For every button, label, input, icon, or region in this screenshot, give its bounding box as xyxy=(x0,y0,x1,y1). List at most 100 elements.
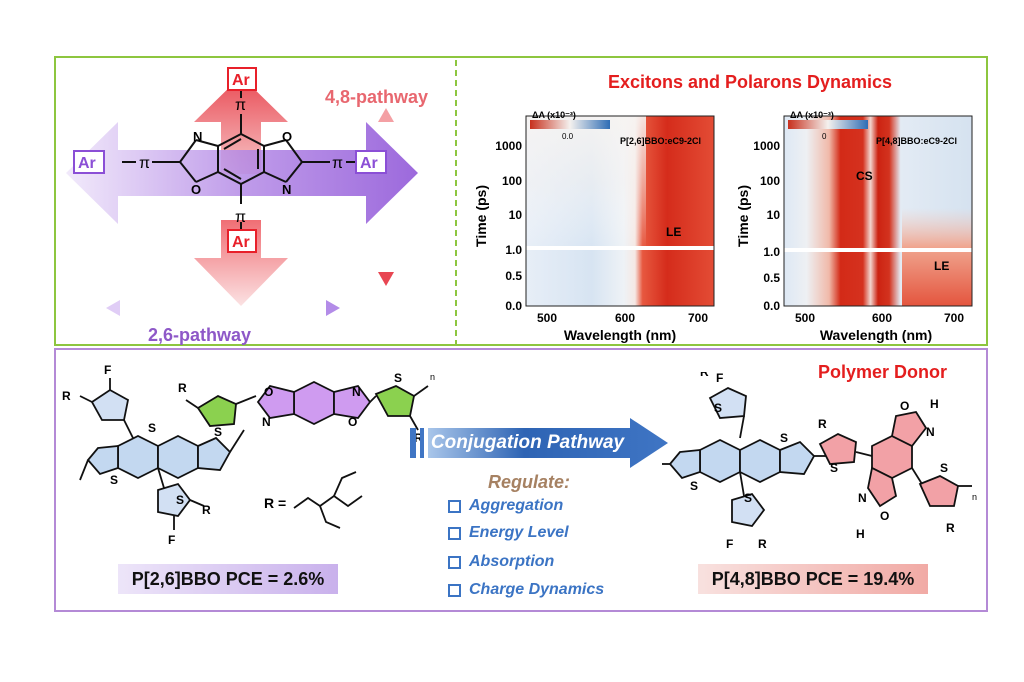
ar-box-top xyxy=(227,67,257,91)
checkbox-icon xyxy=(448,555,461,569)
pi-symbol: π xyxy=(139,155,150,172)
svg-text:R: R xyxy=(946,521,955,535)
heatmap-chart-p48: ΔA (x10⁻³) 0 P[4,8]BBO:eC9-2Cl CS LE 100… xyxy=(736,110,973,343)
svg-text:600: 600 xyxy=(615,311,635,325)
svg-text:O: O xyxy=(264,385,273,399)
excitons-title: Excitons and Polarons Dynamics xyxy=(607,72,893,92)
ar-label-top: Ar xyxy=(232,72,250,89)
heatmap-chart-p26: ΔA (x10⁻³) 0.0 P[2,6]BBO:eC9-2Cl LE 1000… xyxy=(473,110,715,343)
svg-text:N: N xyxy=(926,425,935,439)
polymer-p26-structure: F R S S R S O N N O S R S R F n R = xyxy=(62,363,435,547)
y-ticks: 1000 100 10 1.0 0.5 0.0 xyxy=(495,139,522,313)
x-ticks: 500 600 700 xyxy=(537,311,708,325)
svg-text:F: F xyxy=(168,533,175,547)
ar-label-right: Ar xyxy=(360,155,378,172)
colorbar-tick: 0.0 xyxy=(562,132,574,141)
svg-text:R: R xyxy=(818,417,827,431)
le-region xyxy=(902,208,972,306)
svg-text:O: O xyxy=(880,509,889,523)
svg-text:0.5: 0.5 xyxy=(763,271,780,285)
svg-text:10: 10 xyxy=(767,208,781,222)
colorbar xyxy=(788,120,868,129)
colorbar-tick: 0 xyxy=(822,132,827,141)
svg-text:N: N xyxy=(352,385,361,399)
svg-text:S: S xyxy=(110,473,118,487)
svg-text:S: S xyxy=(830,461,838,475)
y-ticks: 1000 100 10 1.0 0.5 0.0 xyxy=(753,139,780,313)
svg-text:R: R xyxy=(700,372,709,379)
svg-text:10: 10 xyxy=(509,208,523,222)
svg-text:N: N xyxy=(858,491,867,505)
svg-text:H: H xyxy=(856,527,865,541)
pi-symbol: π xyxy=(235,209,246,226)
svg-text:H: H xyxy=(930,397,939,411)
svg-text:0.5: 0.5 xyxy=(505,269,522,283)
x-axis-label: Wavelength (nm) xyxy=(564,327,676,343)
conjugation-arrow xyxy=(410,418,668,468)
checkbox-icon xyxy=(448,499,461,513)
svg-text:700: 700 xyxy=(688,311,708,325)
svg-text:F: F xyxy=(716,372,723,385)
checkbox-icon xyxy=(448,526,461,540)
svg-text:500: 500 xyxy=(537,311,557,325)
sample-label: P[2,6]BBO:eC9-2Cl xyxy=(620,136,701,146)
regulate-item-charge-dynamics: Charge Dynamics xyxy=(448,581,604,599)
svg-text:R: R xyxy=(202,503,211,517)
conjugation-pathway-label: Conjugation Pathway xyxy=(430,432,625,453)
annotation-le: LE xyxy=(934,259,949,273)
pathway-48-label: 4,8-pathway xyxy=(325,87,429,107)
svg-text:R: R xyxy=(62,389,71,403)
svg-text:1.0: 1.0 xyxy=(505,243,522,257)
ar-box-left xyxy=(73,150,105,174)
ar-label-bottom: Ar xyxy=(232,234,250,251)
svg-text:S: S xyxy=(940,461,948,475)
x-axis-label: Wavelength (nm) xyxy=(820,327,932,343)
svg-text:700: 700 xyxy=(944,311,964,325)
polymer-donor-title: Polymer Donor xyxy=(818,362,948,382)
alkyl-chain xyxy=(293,471,363,529)
axis-break xyxy=(784,248,972,252)
svg-text:F: F xyxy=(726,537,733,551)
regulate-item-energy-level: Energy Level xyxy=(448,524,569,542)
svg-text:100: 100 xyxy=(760,174,780,188)
atom-o: O xyxy=(282,129,292,144)
svg-text:O: O xyxy=(900,399,909,413)
svg-text:S: S xyxy=(148,421,156,435)
svg-text:S: S xyxy=(714,401,722,415)
svg-text:0.0: 0.0 xyxy=(763,299,780,313)
polymer-p48-structure: F R S S S R S O H N N H O S F R S R n xyxy=(662,372,977,551)
svg-text:n: n xyxy=(972,492,977,502)
atom-o: O xyxy=(191,182,201,197)
pathway-26-arrow-shape xyxy=(66,122,418,224)
regulate-title: Regulate: xyxy=(488,472,571,492)
svg-text:500: 500 xyxy=(795,311,815,325)
svg-text:600: 600 xyxy=(872,311,892,325)
pi-symbol: π xyxy=(332,155,343,172)
p26-pce-label: P[2,6]BBO PCE = 2.6% xyxy=(118,564,338,594)
p48-pce-label: P[4,8]BBO PCE = 19.4% xyxy=(698,564,928,594)
pathway-48-up-arrow xyxy=(221,58,261,68)
svg-text:100: 100 xyxy=(502,174,522,188)
svg-text:S: S xyxy=(690,479,698,493)
pi-symbol: π xyxy=(235,97,246,114)
pathway-48-arrow-shape-down xyxy=(194,220,288,306)
r-equals-label: R = xyxy=(264,495,286,511)
colorbar-title: ΔA (x10⁻³) xyxy=(532,110,576,120)
svg-text:S: S xyxy=(176,493,184,507)
svg-text:R: R xyxy=(414,431,423,445)
svg-text:S: S xyxy=(744,491,752,505)
y-axis-label: Time (ps) xyxy=(473,185,489,247)
svg-text:1000: 1000 xyxy=(753,139,780,153)
top-panel xyxy=(54,56,988,346)
bottom-panel xyxy=(54,348,988,612)
y-axis-label: Time (ps) xyxy=(736,185,751,247)
x-ticks: 500 600 700 xyxy=(795,311,964,325)
atom-n: N xyxy=(193,129,202,144)
svg-text:R: R xyxy=(178,381,187,395)
regulate-item-absorption: Absorption xyxy=(448,553,554,571)
svg-text:N: N xyxy=(262,415,271,429)
bbo-pathway-scheme: N O O N π π π π Ar Ar Ar Ar xyxy=(66,58,418,316)
svg-text:F: F xyxy=(104,363,111,377)
svg-text:S: S xyxy=(394,371,402,385)
svg-text:n: n xyxy=(430,372,435,382)
